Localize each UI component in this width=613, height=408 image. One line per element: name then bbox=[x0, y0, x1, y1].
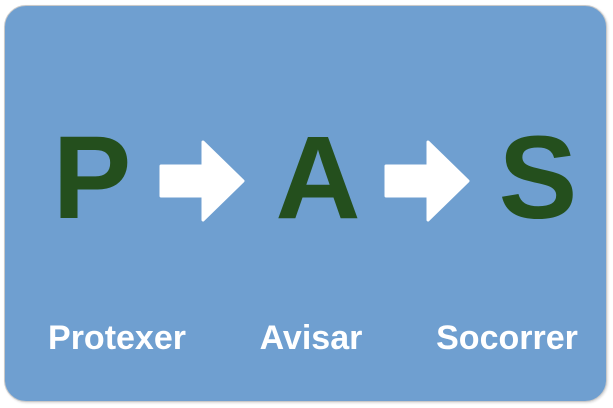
step-label-avisar: Avisar bbox=[259, 319, 363, 357]
right-arrow-icon bbox=[384, 140, 470, 222]
arrow-shape bbox=[384, 140, 470, 222]
step-letter-s: S bbox=[498, 112, 578, 244]
step-label-protexer: Protexer bbox=[48, 319, 186, 357]
step-label-socorrer: Socorrer bbox=[436, 319, 578, 357]
arrow-shape bbox=[159, 140, 245, 222]
pas-card: P A S Protexer Avisar Socorrer bbox=[4, 5, 607, 402]
step-letter-a: A bbox=[275, 112, 361, 244]
step-letter-p: P bbox=[52, 112, 132, 244]
right-arrow-icon bbox=[159, 140, 245, 222]
